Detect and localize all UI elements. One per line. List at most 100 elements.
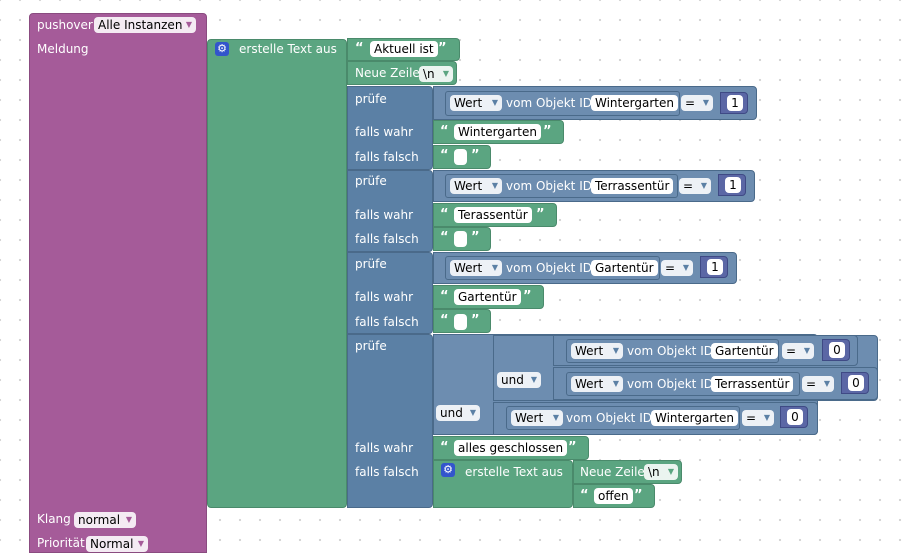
text-join-block[interactable] <box>433 460 573 508</box>
number-field[interactable]: 1 <box>725 177 741 193</box>
ternary-block[interactable] <box>347 170 433 252</box>
of-object-label: vom Objekt ID <box>506 261 592 275</box>
close-quote-icon: ” <box>543 124 552 139</box>
open-quote-icon: “ <box>440 313 449 328</box>
value-dropdown[interactable]: Wert ▼ <box>450 95 502 111</box>
sound-value: normal <box>78 513 121 527</box>
dropdown-arrow-icon: ▼ <box>491 263 498 272</box>
number-field[interactable]: 1 <box>707 259 723 275</box>
of-object-label: vom Objekt ID <box>627 377 713 391</box>
check-label: prüfe <box>355 339 387 353</box>
text-field[interactable]: offen <box>594 488 633 504</box>
ternary-block[interactable] <box>347 334 433 508</box>
dropdown-arrow-icon: ▼ <box>469 408 476 417</box>
dropdown-arrow-icon: ▼ <box>682 263 689 272</box>
operator-value: = <box>786 344 797 358</box>
number-field[interactable]: 0 <box>787 409 803 425</box>
value-dropdown[interactable]: Wert▼ <box>450 178 502 194</box>
operator-value: = <box>683 179 694 193</box>
priority-value: Normal <box>90 537 134 551</box>
and-text: und <box>501 373 524 387</box>
close-quote-icon: ” <box>523 289 532 304</box>
of-object-label: vom Objekt ID <box>506 179 592 193</box>
operator-dropdown[interactable]: =▼ <box>681 95 713 111</box>
value-text: Wert <box>575 344 604 358</box>
dropdown-arrow-icon: ▼ <box>803 346 810 355</box>
dropdown-arrow-icon: ▼ <box>823 379 830 388</box>
priority-dropdown[interactable]: Normal▼ <box>86 536 148 552</box>
value-dropdown[interactable]: Wert▼ <box>511 410 563 426</box>
text-field[interactable]: alles geschlossen <box>454 440 568 456</box>
check-label: prüfe <box>355 257 387 271</box>
value-dropdown[interactable]: Wert ▼ <box>450 260 502 276</box>
text-field[interactable]: Gartentür <box>454 289 521 305</box>
value-dropdown[interactable]: Wert ▼ <box>571 343 623 359</box>
text-field[interactable] <box>454 149 467 165</box>
operator-dropdown[interactable]: =▼ <box>661 260 693 276</box>
instance-dropdown[interactable]: Alle Instanzen▼ <box>94 17 196 33</box>
dropdown-arrow-icon: ▼ <box>137 539 144 548</box>
gear-icon[interactable]: ⚙ <box>441 463 455 477</box>
pushover-label: pushover <box>37 18 93 32</box>
operator-dropdown[interactable]: =▼ <box>802 376 834 392</box>
gear-icon[interactable]: ⚙ <box>215 42 229 56</box>
text-join-block[interactable] <box>207 39 347 508</box>
text-field[interactable] <box>454 231 467 247</box>
dropdown-arrow-icon: ▼ <box>185 20 192 29</box>
newline-dropdown[interactable]: \n▼ <box>419 66 453 82</box>
operator-dropdown[interactable]: =▼ <box>742 410 774 426</box>
value-text: Wert <box>454 261 483 275</box>
if-true-label: falls wahr <box>355 208 414 222</box>
if-true-label: falls wahr <box>355 441 414 455</box>
ternary-block[interactable] <box>347 252 433 334</box>
instance-value: Alle Instanzen <box>98 18 183 32</box>
value-text: Wert <box>575 377 604 391</box>
close-quote-icon: ” <box>536 207 545 222</box>
open-quote-icon: “ <box>580 488 589 503</box>
dropdown-arrow-icon: ▼ <box>491 98 498 107</box>
text-field[interactable]: Wintergarten <box>454 124 541 140</box>
dropdown-arrow-icon: ▼ <box>667 467 674 476</box>
if-false-label: falls falsch <box>355 232 419 246</box>
ternary-block[interactable] <box>347 86 433 170</box>
check-label: prüfe <box>355 174 387 188</box>
object-id-field[interactable]: Terrassentür <box>591 178 674 194</box>
value-text: Wert <box>454 96 483 110</box>
dropdown-arrow-icon: ▼ <box>702 98 709 107</box>
object-id-field[interactable]: Gartentür <box>591 260 658 276</box>
object-id-field[interactable]: Wintergarten <box>591 95 678 111</box>
if-true-label: falls wahr <box>355 125 414 139</box>
number-field[interactable]: 0 <box>848 375 864 391</box>
open-quote-icon: “ <box>440 440 449 455</box>
text-field[interactable]: Terassentür <box>454 207 532 223</box>
text-join-label: erstelle Text aus <box>465 465 563 479</box>
if-false-label: falls falsch <box>355 315 419 329</box>
and-operator-dropdown[interactable]: und▼ <box>497 372 541 388</box>
number-field[interactable]: 0 <box>829 342 845 358</box>
text-field[interactable] <box>454 314 467 330</box>
pushover-block[interactable] <box>29 13 207 553</box>
operator-dropdown[interactable]: =▼ <box>679 178 711 194</box>
object-id-field[interactable]: Wintergarten <box>651 410 738 426</box>
object-id-field[interactable]: Terrassentür <box>711 376 794 392</box>
close-quote-icon: ” <box>438 41 447 56</box>
value-dropdown[interactable]: Wert▼ <box>571 376 623 392</box>
newline-dropdown[interactable]: \n▼ <box>644 464 678 480</box>
number-field[interactable]: 1 <box>727 95 743 111</box>
operator-value: = <box>746 411 757 425</box>
operator-dropdown[interactable]: =▼ <box>782 343 814 359</box>
dropdown-arrow-icon: ▼ <box>612 346 619 355</box>
open-quote-icon: “ <box>440 289 449 304</box>
text-field[interactable]: Aktuell ist <box>370 41 438 57</box>
close-quote-icon: ” <box>568 440 577 455</box>
and-operator-dropdown[interactable]: und▼ <box>436 405 480 421</box>
operator-value: = <box>806 377 817 391</box>
message-label: Meldung <box>37 42 89 56</box>
dropdown-arrow-icon: ▼ <box>552 413 559 422</box>
close-quote-icon: ” <box>634 488 643 503</box>
operator-value: = <box>685 96 696 110</box>
newline-value: \n <box>423 67 435 81</box>
object-id-field[interactable]: Gartentür <box>711 343 778 359</box>
sound-dropdown[interactable]: normal▼ <box>74 512 136 528</box>
of-object-label: vom Objekt ID <box>566 411 652 425</box>
